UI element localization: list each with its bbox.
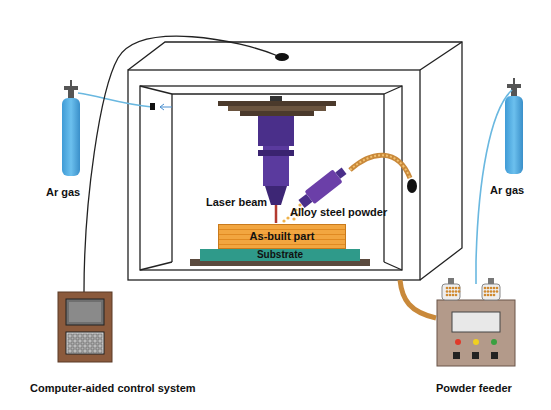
powder-nozzle: [297, 164, 349, 210]
powder-feeder: [437, 278, 515, 366]
mount: [228, 106, 326, 111]
node-text: As-built part: [250, 231, 315, 242]
powder-grains: [446, 287, 499, 297]
laser-head: [258, 116, 294, 146]
control-system: [58, 292, 112, 362]
gas-cylinder: [505, 78, 523, 174]
gas-inlet: [150, 103, 155, 110]
node-text: Substrate: [257, 250, 303, 260]
laser-nozzle: [265, 186, 287, 205]
keypad: [68, 334, 102, 353]
gas-cylinder: [62, 80, 80, 176]
built-part: As-built part: [218, 224, 346, 249]
beam-label: Laser beam: [206, 196, 267, 208]
powder-hose: [350, 155, 410, 178]
hose-end: [407, 179, 417, 193]
powder-hose: [350, 155, 410, 178]
substrate-plate: Substrate: [200, 249, 360, 261]
feed-hose: [400, 280, 436, 318]
cable-end: [275, 53, 289, 61]
mount: [218, 101, 336, 106]
gas-label: Ar gas: [46, 186, 80, 198]
laser-beam: [275, 205, 278, 223]
laser-head: [258, 150, 294, 156]
feeder-label: Powder feeder: [436, 382, 512, 394]
mount: [240, 111, 314, 116]
chamber: [128, 42, 462, 280]
gas-hose: [78, 93, 152, 107]
mount: [270, 96, 282, 101]
powder-label: Alloy steel powder: [290, 206, 387, 218]
gas-label: Ar gas: [490, 184, 524, 196]
gas-arrow: [160, 104, 172, 110]
system-label: Computer-aided control system: [30, 382, 196, 394]
